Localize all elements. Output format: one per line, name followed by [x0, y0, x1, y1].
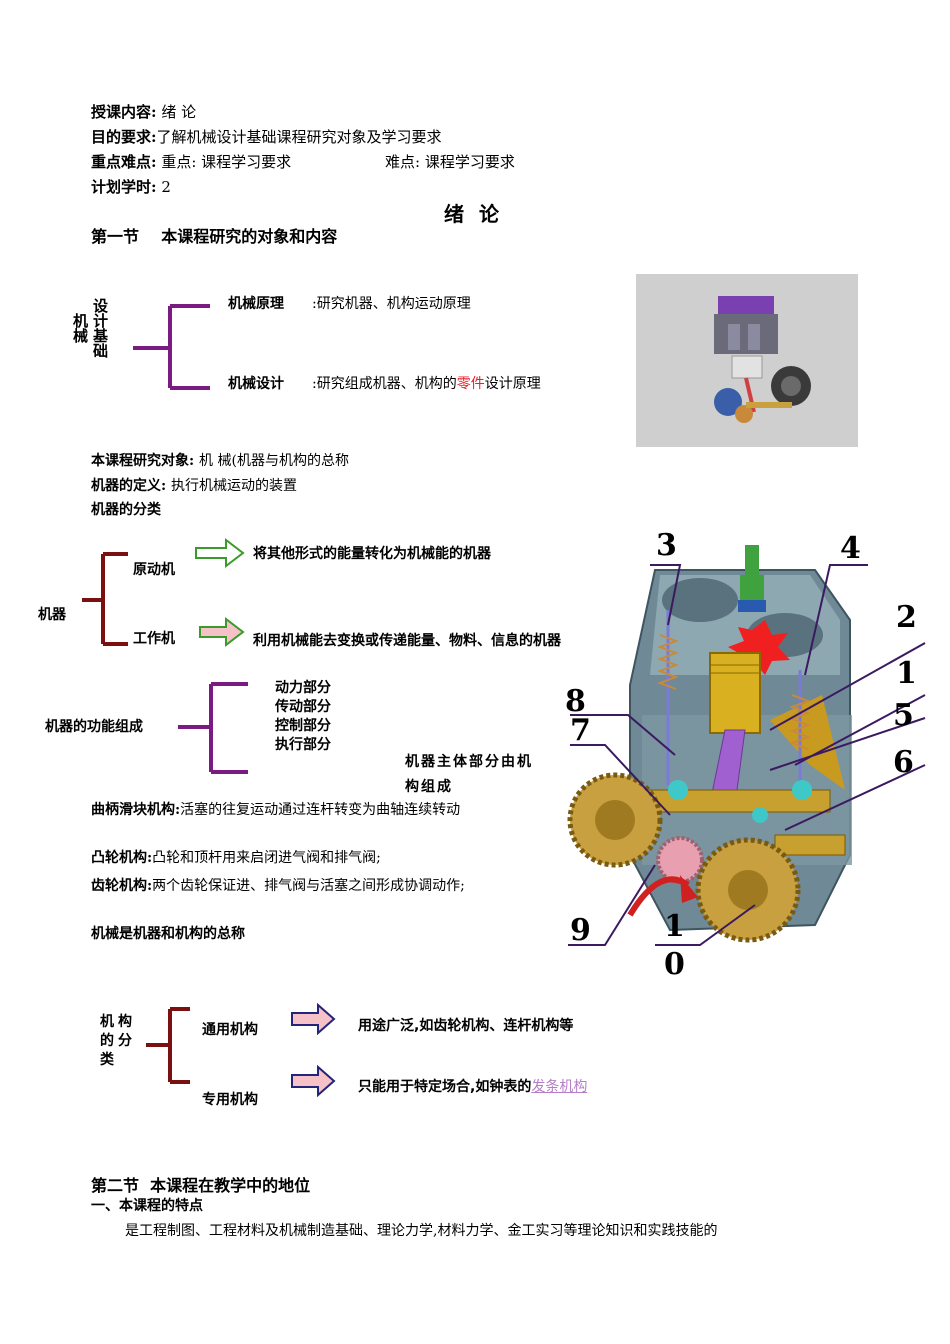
callout-10-first: 1: [664, 909, 685, 944]
tree4-root: 机构的分类: [100, 1014, 136, 1068]
callout-5: 5: [893, 698, 914, 733]
tree1-item2-highlight: 零件: [456, 376, 485, 392]
callout-1: 1: [896, 656, 917, 691]
tree3-item-control: 控制部分: [275, 718, 331, 734]
definition-label: 机器的定义:: [91, 478, 167, 494]
tree1-item1-label: 机械原理: [228, 296, 284, 312]
goal-label: 目的要求:: [91, 128, 157, 146]
content-value: 绪 论: [161, 103, 197, 121]
tree4-item2-desc: 只能用于特定场合,如钟表的发条机构: [358, 1078, 587, 1097]
tree4-item1-desc: 用途广泛,如齿轮机构、连杆机构等: [358, 1018, 574, 1034]
mechanism1-line: 曲柄滑块机构:活塞的往复运动通过连杆转变为曲轴连续转动: [91, 798, 543, 823]
tree1-root-b: 设计基础: [91, 298, 109, 358]
tree1-item2-desc-prefix: :研究组成机器、机构的: [312, 376, 457, 392]
mechanism-note: 机器主体部分由机构组成: [405, 754, 533, 795]
callout-9: 9: [570, 913, 591, 948]
tree2-root: 机器: [38, 607, 66, 623]
classification-label: 机器的分类: [91, 502, 161, 518]
engine-thumbnail-image: [636, 274, 858, 447]
section2-paragraph: 是工程制图、工程材料及机械制造基础、理论力学,材料力学、金工实习等理论知识和实践…: [125, 1223, 718, 1239]
tree2-item2: 工作机: [133, 631, 175, 647]
definition-line: 机器的定义: 执行机械运动的装置: [91, 477, 297, 496]
engine-mechanism-diagram: [567, 545, 926, 946]
tree3-root: 机器的功能组成: [45, 719, 143, 735]
section2-subheading: 一、本课程的特点: [91, 1198, 203, 1214]
callout-10-second: 0: [664, 947, 685, 982]
mechanism1-label: 曲柄滑块机构:: [91, 802, 181, 818]
mechanism2-line: 凸轮机构:凸轮和顶杆用来启闭进气阀和排气阀;: [91, 849, 381, 868]
goal-value: 了解机械设计基础课程研究对象及学习要求: [156, 128, 442, 146]
mechanism1-value: 活塞的往复运动通过连杆转变为曲轴连续转动: [180, 802, 461, 818]
difficulty-value: 难点: 课程学习要求: [385, 153, 515, 171]
tree2-item1: 原动机: [133, 562, 175, 578]
mechanism3-line: 齿轮机构:两个齿轮保证进、排气阀与活塞之间形成协调动作;: [91, 874, 543, 899]
mechanism2-label: 凸轮机构:: [91, 850, 153, 866]
callout-6: 6: [893, 745, 914, 780]
callout-3: 3: [656, 528, 677, 563]
tree4-item2-desc-prefix: 只能用于特定场合,如钟表的: [358, 1079, 532, 1095]
goal-line: 目的要求:了解机械设计基础课程研究对象及学习要求: [91, 127, 442, 147]
object-label: 本课程研究对象:: [91, 453, 195, 469]
spring-mechanism-link[interactable]: 发条机构: [531, 1079, 588, 1095]
mechanism3-label: 齿轮机构:: [91, 878, 153, 894]
callout-4: 4: [840, 531, 861, 566]
object-value: 机 械(机器与机构的总称: [199, 453, 349, 469]
section2-heading: 第二节 本课程在教学中的地位: [91, 1176, 311, 1195]
hours-line: 计划学时: 2: [91, 177, 171, 197]
callout-7: 7: [570, 713, 591, 748]
key-label: 重点难点:: [91, 153, 157, 171]
content-label: 授课内容:: [91, 103, 157, 121]
tree1-item2-label: 机械设计: [228, 376, 284, 392]
definition-value: 执行机械运动的装置: [171, 478, 298, 494]
tree2-item2-desc: 利用机械能去变换或传递能量、物料、信息的机器: [253, 633, 561, 649]
page-title: 绪 论: [444, 202, 503, 226]
tree2-item1-desc: 将其他形式的能量转化为机械能的机器: [253, 546, 491, 562]
tree1-item2-desc: :研究组成机器、机构的零件设计原理: [312, 375, 541, 394]
callout-2: 2: [896, 600, 917, 635]
key-line: 重点难点: 重点: 课程学习要求: [91, 152, 291, 172]
tree4-item1: 通用机构: [202, 1022, 258, 1038]
mechanism3-value: 两个齿轮保证进、排气阀与活塞之间形成协调动作;: [152, 878, 465, 894]
tree1-item1-desc: :研究机器、机构运动原理: [312, 296, 471, 312]
content-line: 授课内容: 绪 论: [91, 102, 196, 122]
tree4-item2: 专用机构: [202, 1092, 258, 1108]
hours-label: 计划学时:: [91, 178, 157, 196]
object-line: 本课程研究对象: 机 械(机器与机构的总称: [91, 452, 349, 471]
tree1-item2-desc-suffix: 设计原理: [484, 376, 541, 392]
section1-heading: 第一节 本课程研究的对象和内容: [91, 227, 338, 246]
mechanism2-value: 凸轮和顶杆用来启闭进气阀和排气阀;: [152, 850, 381, 866]
tree3-item-transmission: 传动部分: [275, 699, 331, 715]
tree3-item-execution: 执行部分: [275, 737, 331, 753]
key-value: 重点: 课程学习要求: [161, 153, 292, 171]
tree1-root-a: 机械: [71, 313, 89, 343]
hours-value: 2: [161, 178, 171, 196]
callout-8: 8: [565, 684, 586, 719]
summary-line: 机械是机器和机构的总称: [91, 926, 245, 942]
tree3-item-power: 动力部分: [275, 680, 331, 696]
